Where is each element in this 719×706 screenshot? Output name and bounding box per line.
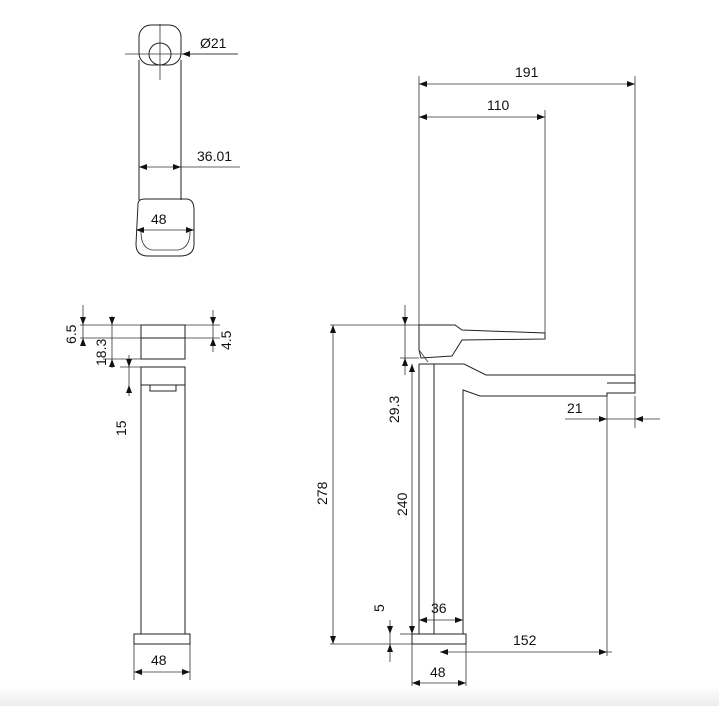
dim-body-height-label: 240	[394, 492, 410, 516]
dim-overall-reach-label: 191	[515, 64, 539, 80]
dim-handle-length-label: 36.01	[197, 148, 232, 164]
base-inner-curve	[140, 231, 191, 251]
dim-left-b-label: 18.3	[93, 339, 109, 366]
dim-side-base-width-label: 48	[430, 664, 446, 680]
dim-left-a-label: 6.5	[63, 324, 79, 344]
top-view: Ø21 36.01 48	[125, 24, 240, 257]
dim-right-small-label: 4.5	[218, 330, 234, 350]
dim-body-width-label: 36	[431, 600, 447, 616]
base-front	[133, 633, 191, 645]
front-view: 6.5 18.3 15 4.5 48	[63, 305, 234, 680]
bottom-shadow	[0, 686, 719, 706]
dim-top-base-width-label: 48	[151, 211, 167, 227]
dim-spout-tip-label: 21	[567, 400, 583, 416]
side-view: 191 110 278 29.3 240 21 5 36	[314, 64, 660, 690]
dim-total-height-label: 278	[314, 481, 330, 505]
base-side	[411, 633, 467, 645]
dim-left-c-label: 15	[113, 420, 129, 436]
spout-side	[419, 363, 636, 634]
collar-front	[140, 366, 186, 386]
dim-handle-reach-label: 110	[487, 97, 510, 113]
dim-front-base-width-label: 48	[151, 652, 167, 668]
dim-spout-offset-label: 29.3	[386, 396, 402, 423]
aerator-front	[149, 384, 177, 392]
lever-front	[140, 324, 186, 360]
lever-side	[418, 324, 546, 359]
base-top-outline	[135, 198, 195, 257]
dim-base-thickness-label: 5	[371, 604, 387, 612]
dim-diameter-label: Ø21	[200, 35, 227, 51]
dim-spout-projection-label: 152	[513, 632, 537, 648]
